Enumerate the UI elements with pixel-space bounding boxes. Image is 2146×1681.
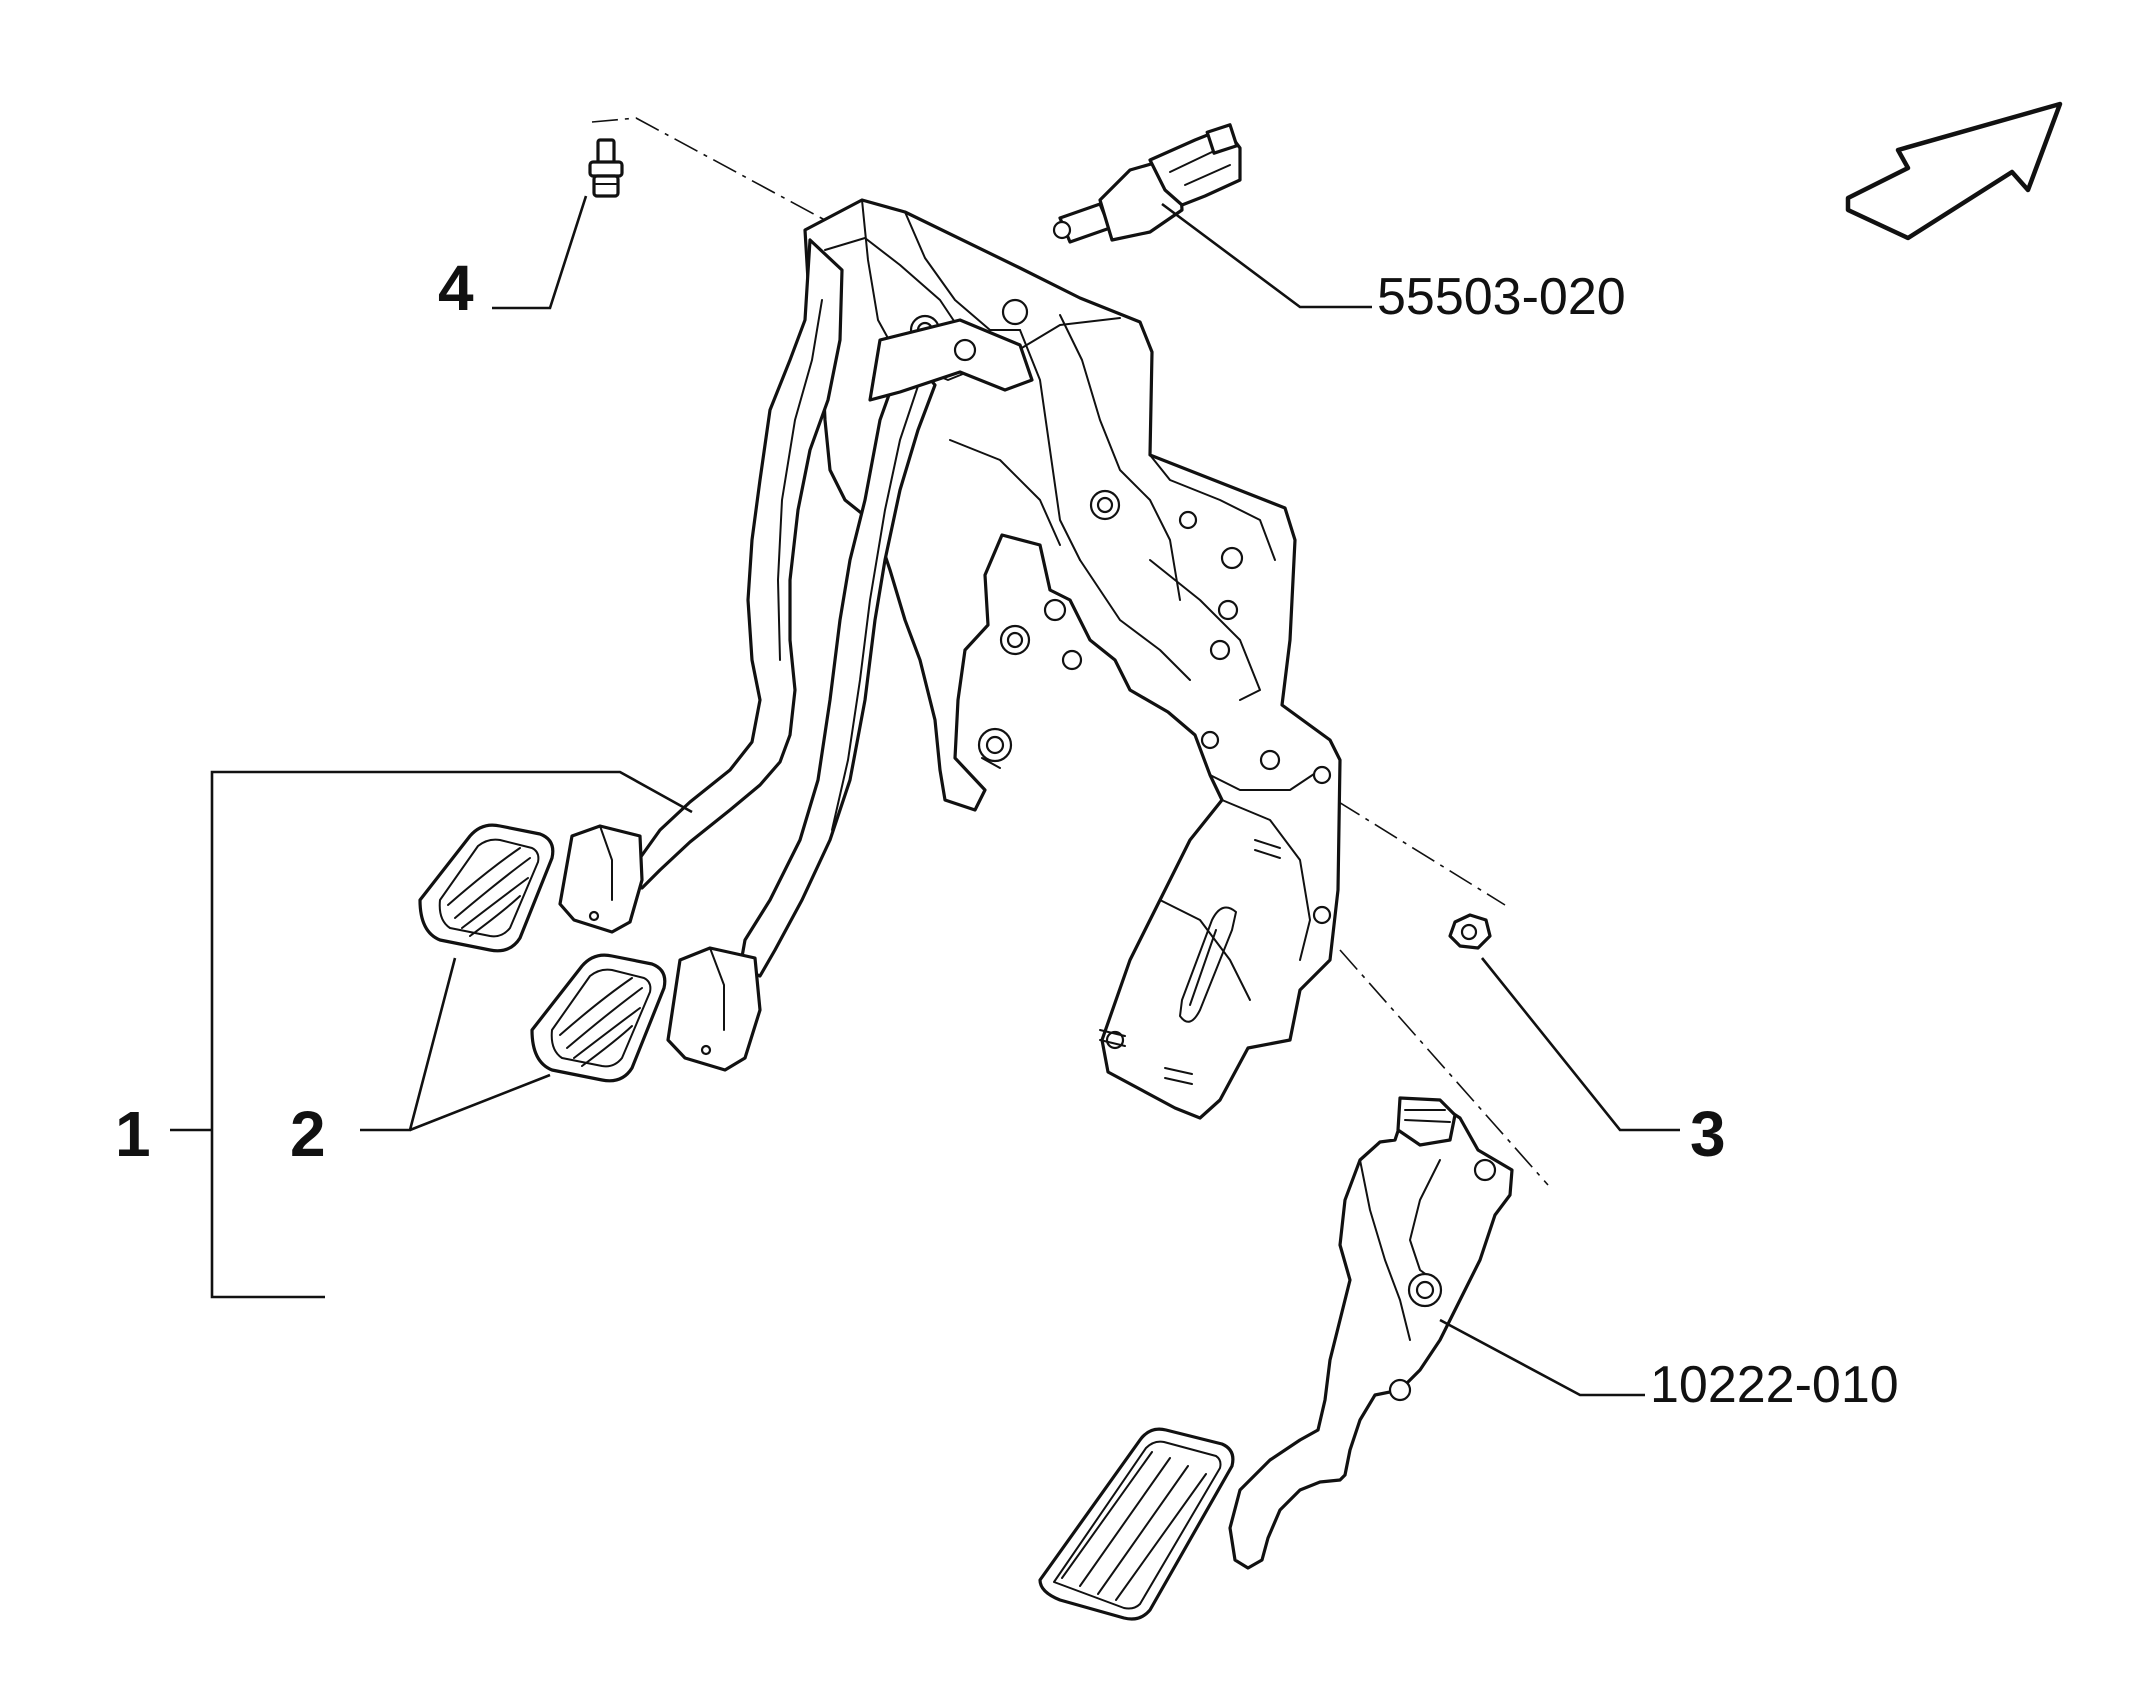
callout-labels: 1 2 3 4 55503-020 10222-010 — [115, 252, 1899, 1414]
pedal-pad-covers — [418, 823, 667, 1083]
direction-arrow-icon — [1845, 101, 2063, 241]
callout-1: 1 — [115, 1098, 151, 1170]
pedal-arms — [558, 238, 1034, 1072]
callout-4: 4 — [438, 252, 474, 324]
accelerator-pedal — [1038, 1096, 1514, 1621]
callout-3: 3 — [1690, 1098, 1726, 1170]
screw-part — [588, 138, 624, 198]
callout-accelerator-code: 10222-010 — [1650, 1356, 1899, 1414]
callout-2: 2 — [290, 1098, 326, 1170]
callout-switch-code: 55503-020 — [1377, 268, 1626, 326]
brake-light-switch — [1052, 123, 1242, 244]
nut-part — [1448, 913, 1492, 950]
leader-lines — [170, 195, 1680, 1397]
